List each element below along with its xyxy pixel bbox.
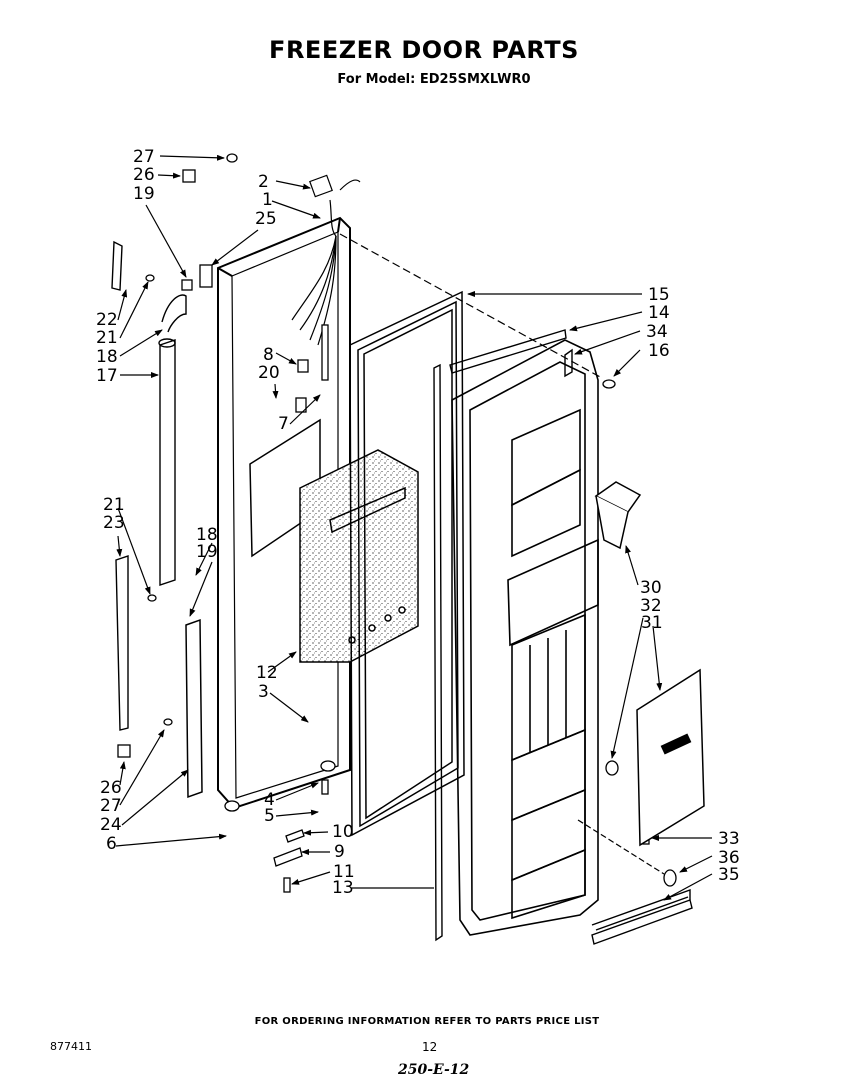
callout-35: 35 [718,865,740,885]
callout-14: 14 [648,303,670,323]
callout-19: 19 [196,542,218,562]
plain-leader-lines [339,233,665,889]
callout-9: 9 [334,842,345,862]
callout-33: 33 [718,829,740,849]
callout-25: 25 [255,209,277,229]
callout-12: 12 [256,663,278,683]
ice-chute-30 [594,481,642,550]
inner-door-liner [451,339,599,936]
callout-26: 26 [100,778,122,798]
callout-21: 21 [103,495,125,515]
callout-30: 30 [640,578,662,598]
callout-5: 5 [264,806,275,826]
dispenser-cover-31 [636,668,705,847]
document-number: 877411 [50,1040,92,1053]
leader-lines [115,154,713,901]
callout-36: 36 [718,848,740,868]
callout-13: 13 [332,878,354,898]
callout-4: 4 [264,790,275,810]
drip-tray-35 [591,889,693,945]
wire-harness [291,174,361,346]
callout-32: 32 [640,596,662,616]
callout-10: 10 [332,822,354,842]
callout-19: 19 [133,184,155,204]
callout-16: 16 [648,341,670,361]
callout-20: 20 [258,363,280,383]
callout-7: 7 [278,414,289,434]
callout-17: 17 [96,366,118,386]
handwritten-reference: 250-E-12 [398,1062,470,1078]
callout-2: 2 [258,172,269,192]
callout-18: 18 [96,347,118,367]
callout-31: 31 [641,613,663,633]
callout-18: 18 [196,525,218,545]
model-subtitle: For Model: ED25SMXLWR0 [337,72,531,87]
top-trim-14 [449,329,573,378]
callout-34: 34 [646,322,668,342]
callout-labels: 27 26 19 2 1 25 22 21 18 17 8 20 7 15 14… [96,147,740,898]
callout-11: 11 [333,862,355,882]
callout-6: 6 [106,834,117,854]
page-number: 12 [422,1040,438,1054]
callout-3: 3 [258,682,269,702]
page-title: FREEZER DOOR PARTS [269,36,579,64]
callout-27: 27 [133,147,155,167]
callout-15: 15 [648,285,670,305]
lower-hinge-strip [185,618,203,799]
left-handle-assembly [111,240,187,731]
callout-22: 22 [96,310,118,330]
callout-24: 24 [100,815,122,835]
callout-8: 8 [263,345,274,365]
callout-1: 1 [262,190,273,210]
callout-27: 27 [100,796,122,816]
thin-strip-13 [433,363,443,942]
callout-23: 23 [103,513,125,533]
ordering-note: FOR ORDERING INFORMATION REFER TO PARTS … [254,1016,600,1027]
outer-door-panel [217,216,351,810]
callout-26: 26 [133,165,155,185]
callout-21: 21 [96,328,118,348]
